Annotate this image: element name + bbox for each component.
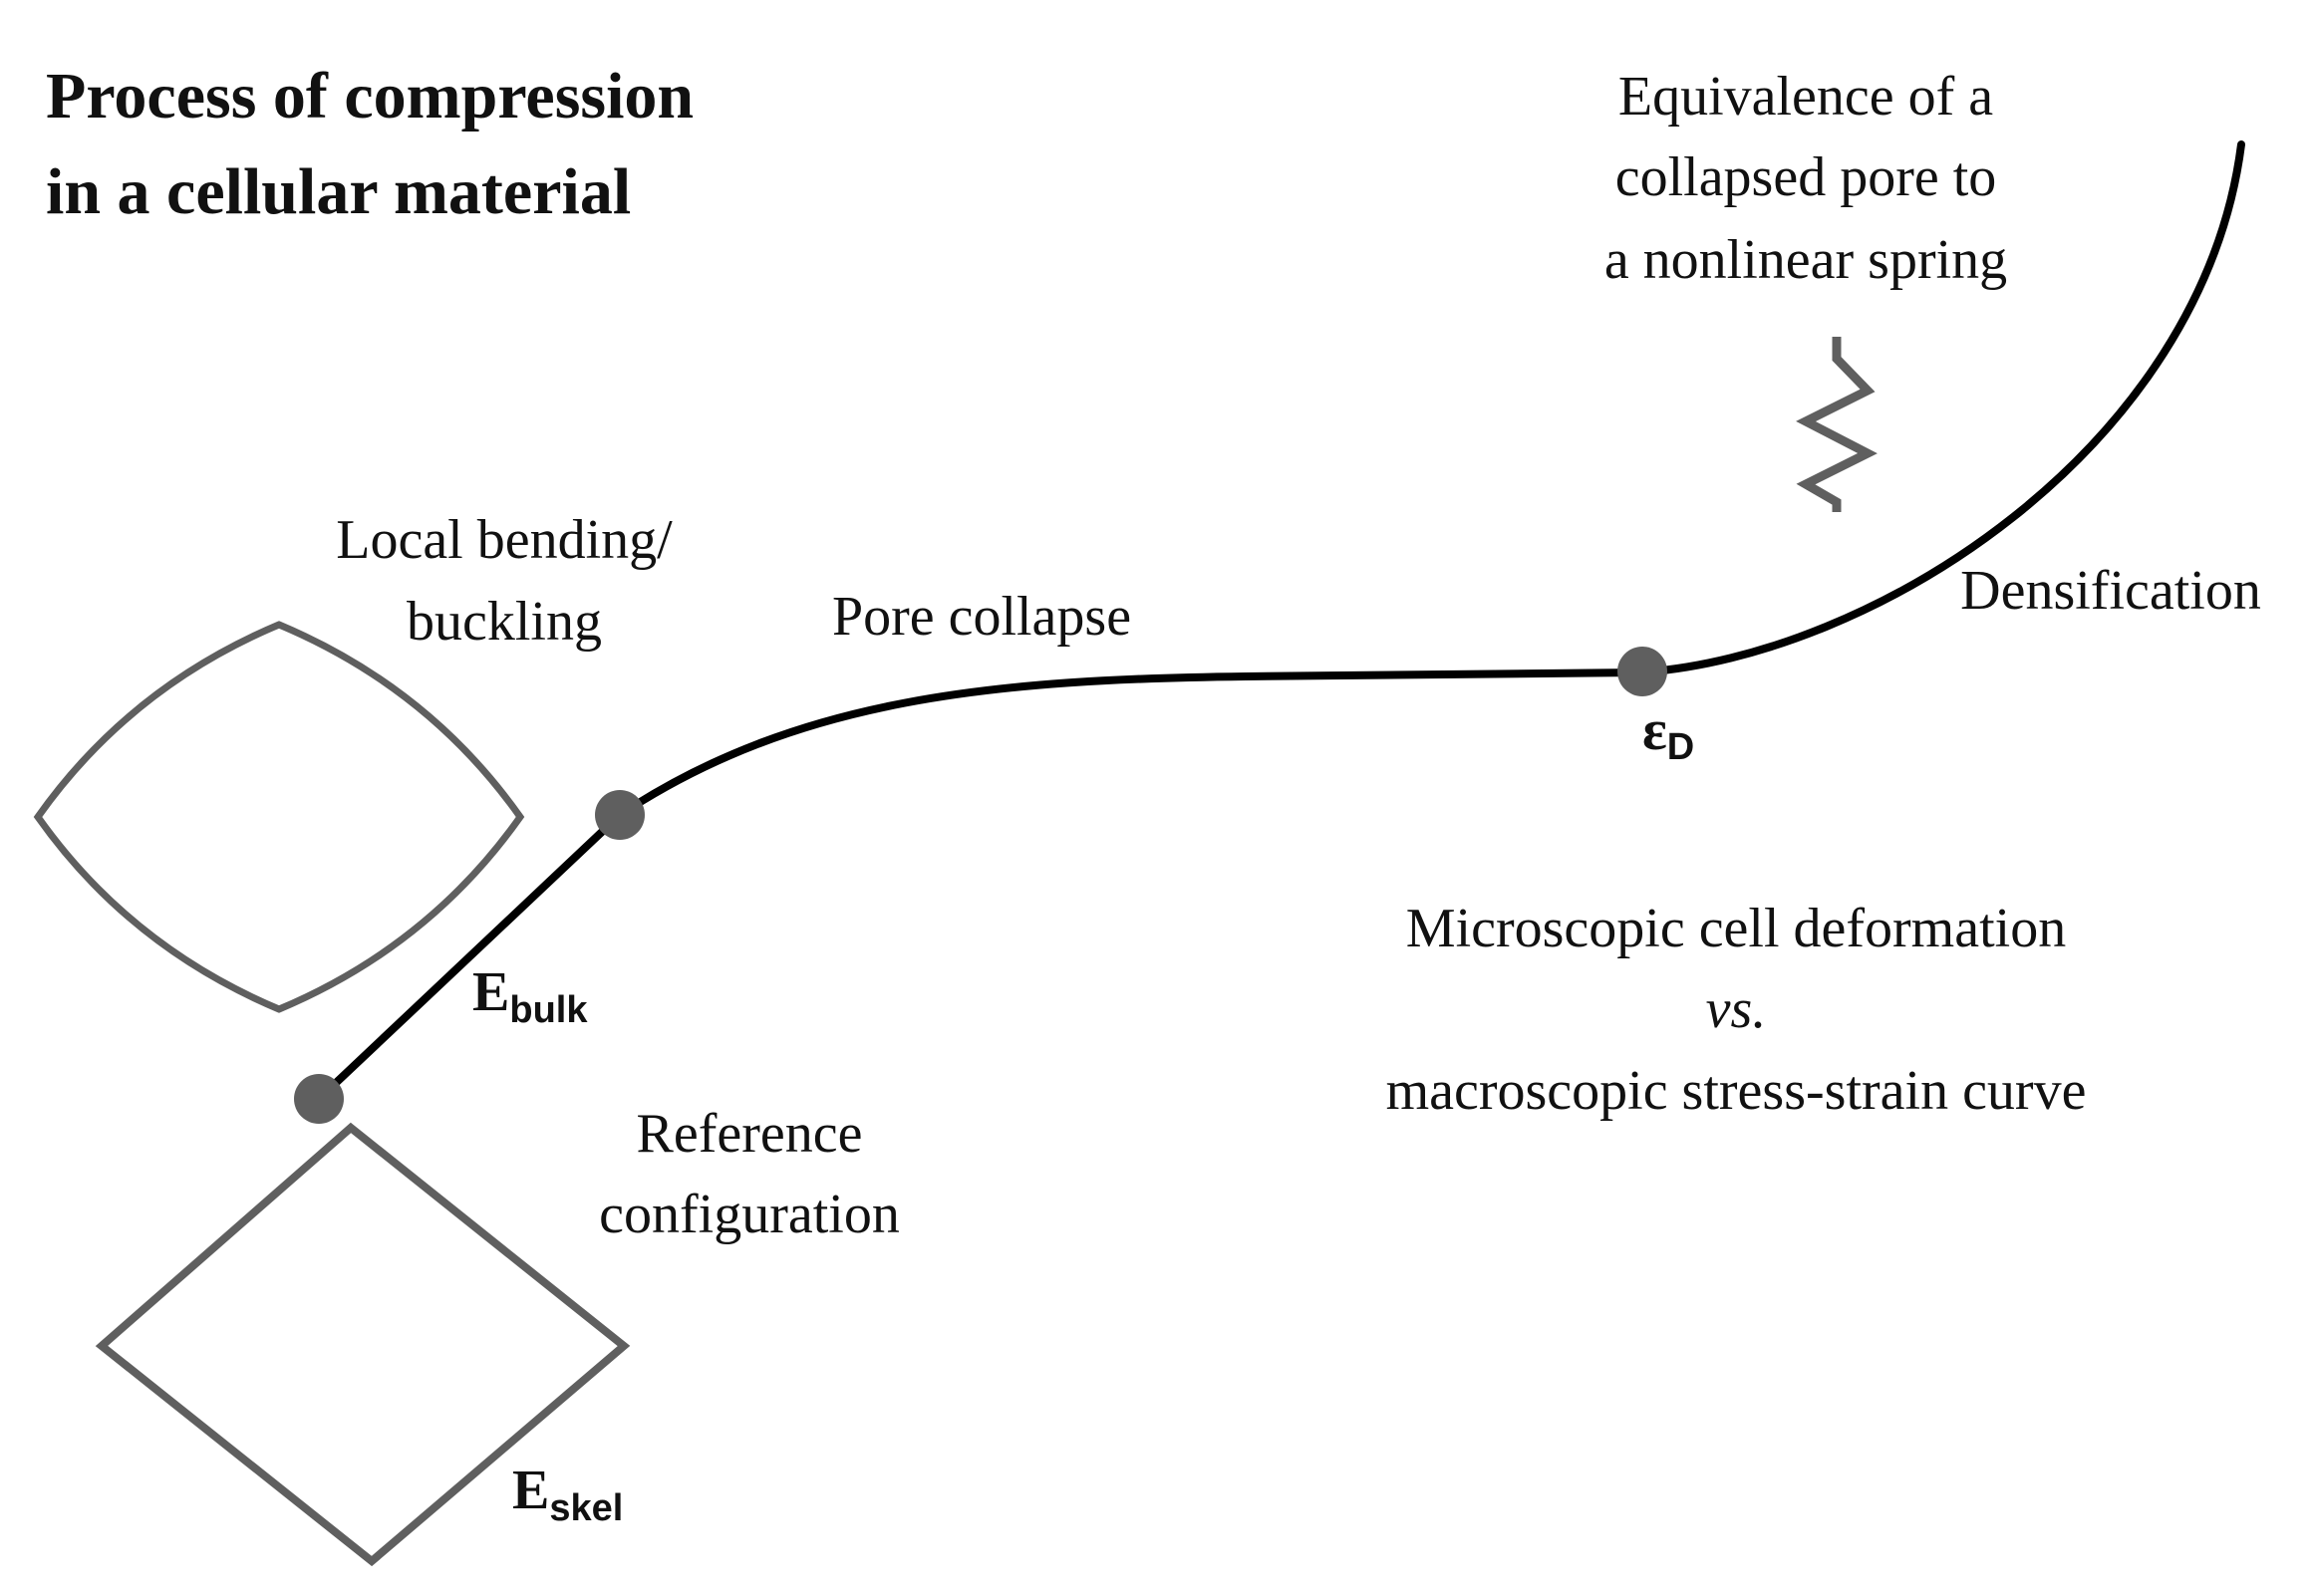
title-line-2: in a cellular material [46, 155, 631, 228]
caption-line-2: vs. [1706, 978, 1767, 1040]
e-bulk-main: E [472, 961, 509, 1023]
nonlinear-spring-icon [1796, 337, 1878, 512]
spring-equivalence-line-1: Equivalence of a [1618, 66, 1993, 128]
caption-line-1: Microscopic cell deformation [1406, 898, 2066, 959]
e-skel-subscript: skel [549, 1487, 623, 1529]
local-bending-label-line-1: Local bending/ [336, 509, 673, 571]
densification-point-marker [1617, 647, 1667, 696]
epsilon-d-main: ε [1642, 697, 1667, 762]
densification-label: Densification [1960, 560, 2261, 622]
title-line-1: Process of compression [46, 60, 694, 133]
buckled-cell-shape [33, 621, 525, 1013]
e-bulk-symbol: Ebulk [472, 961, 588, 1031]
e-bulk-subscript: bulk [509, 989, 588, 1031]
e-skel-main: E [512, 1460, 549, 1521]
reference-cell-shape [95, 1122, 631, 1567]
pore-collapse-label: Pore collapse [832, 586, 1131, 648]
reference-point-marker [294, 1074, 344, 1124]
spring-equivalence-line-2: collapsed pore to [1615, 146, 1997, 208]
epsilon-d-subscript: D [1667, 726, 1694, 768]
reference-config-label-line-2: configuration [599, 1184, 900, 1245]
spring-equivalence-line-3: a nonlinear spring [1604, 229, 2007, 291]
e-skel-symbol: Eskel [512, 1460, 623, 1529]
caption-line-3: macroscopic stress-strain curve [1386, 1060, 2087, 1122]
reference-config-label-line-1: Reference [637, 1103, 863, 1165]
epsilon-d-symbol: εD [1642, 697, 1694, 768]
yield-point-marker [595, 790, 645, 840]
local-bending-label-line-2: buckling [407, 591, 602, 653]
